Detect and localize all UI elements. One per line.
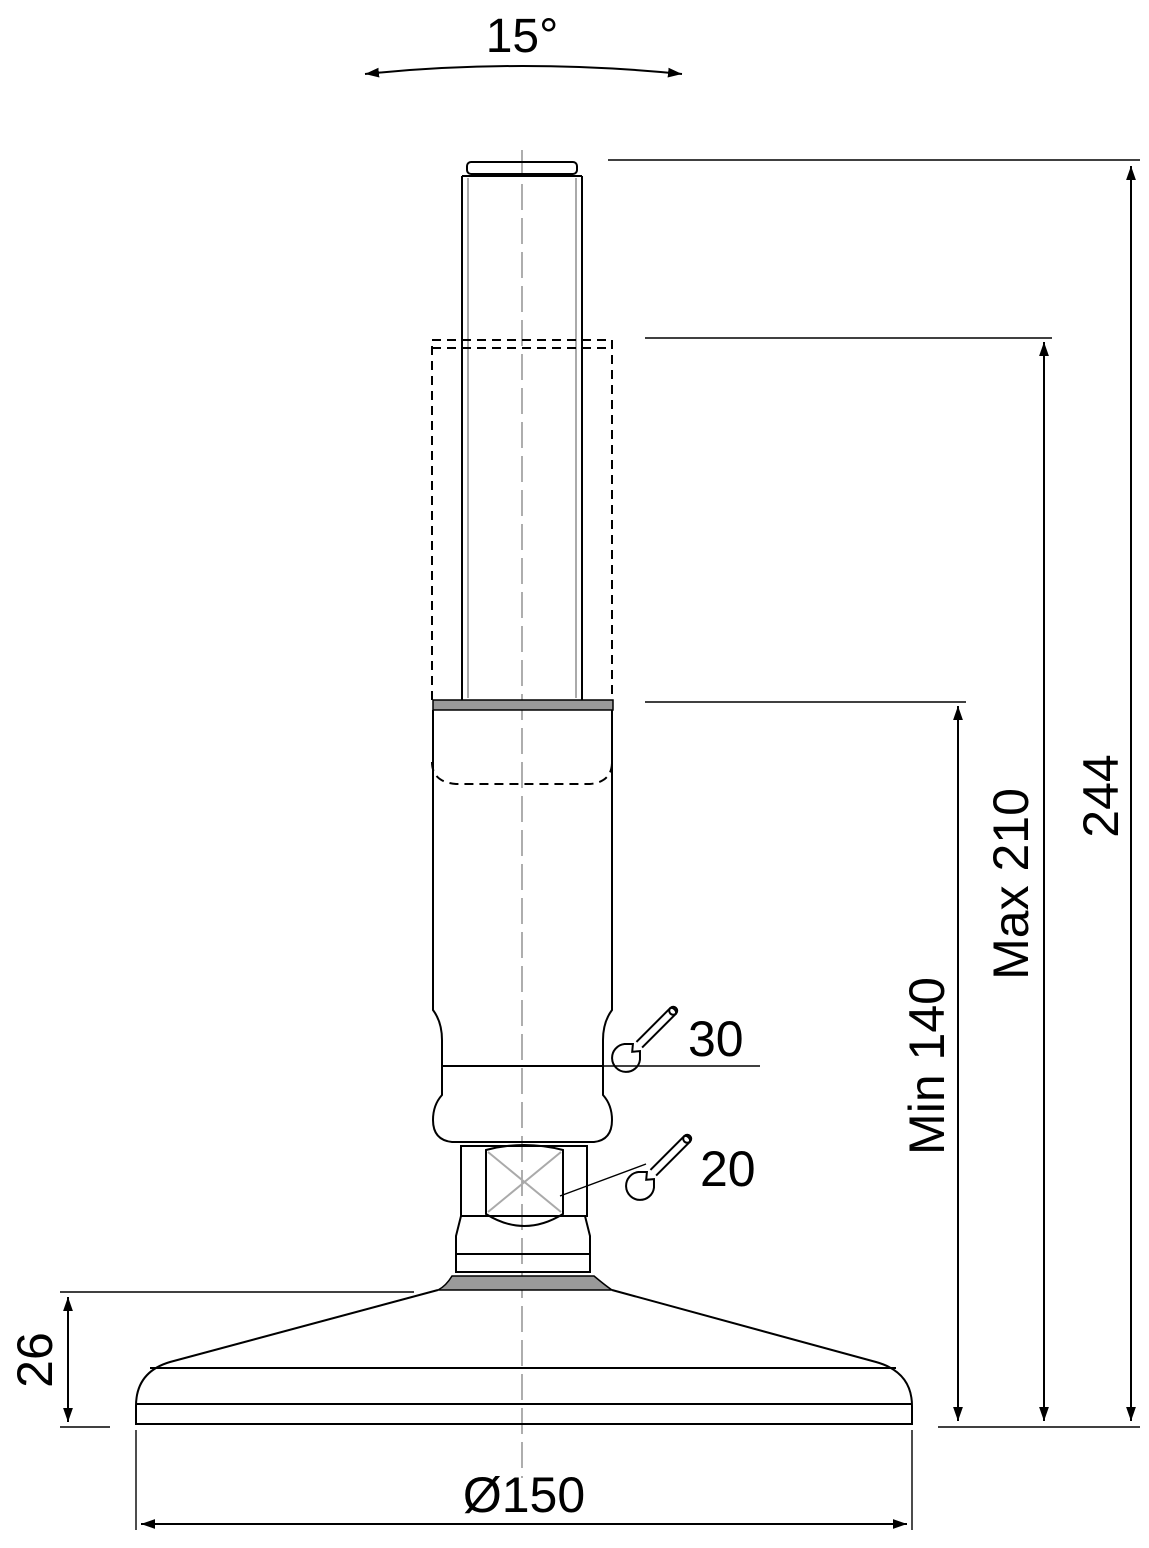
wrench-icon [625, 1133, 693, 1201]
housing-max-position [431, 339, 613, 700]
min-height-label: Min 140 [899, 977, 955, 1155]
base-diameter-label: Ø150 [463, 1467, 585, 1523]
tilt-angle-dimension: 15° [364, 10, 683, 78]
housing [431, 699, 614, 1143]
wrench-hex-label: 30 [688, 1011, 744, 1067]
base-diameter-dimension: Ø150 [135, 1430, 913, 1530]
overall-height-dimension: 244 [608, 159, 1140, 1421]
min-height-dimension: Min 140 [645, 701, 966, 1421]
square-drive [455, 1144, 591, 1273]
base-foot [135, 1275, 913, 1425]
base-height-dimension: 26 [7, 1291, 414, 1428]
wrench-hex-callout: 30 [603, 1005, 760, 1073]
tilt-angle-label: 15° [486, 10, 559, 63]
wrench-square-label: 20 [700, 1141, 756, 1197]
max-height-label: Max 210 [983, 788, 1039, 980]
max-height-dimension: Max 210 [645, 337, 1052, 1421]
spindle [461, 161, 583, 700]
wrench-icon [611, 1005, 679, 1073]
wrench-square-callout: 20 [559, 1133, 756, 1201]
overall-height-label: 244 [1073, 754, 1129, 837]
base-height-label: 26 [7, 1332, 63, 1388]
